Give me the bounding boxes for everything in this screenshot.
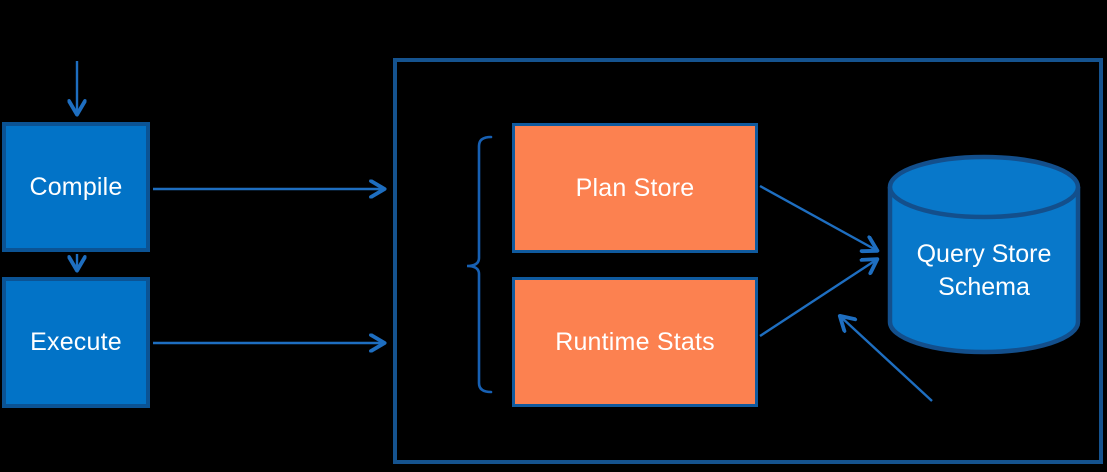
group-brace: [466, 135, 493, 394]
execute-node: Execute: [2, 277, 150, 408]
arrow-runtime-stats-to-schema: [759, 260, 876, 338]
query-store-container-rect: [393, 58, 1103, 464]
query-store-schema-label: Query Store Schema: [890, 238, 1078, 304]
query-store-schema-cylinder: [887, 154, 1081, 355]
arrow-plan-store-to-schema: [759, 184, 876, 250]
compile-node: Compile: [2, 122, 150, 252]
query-store-schema-label-line1: Query Store: [916, 240, 1052, 268]
plan-store-node: Plan Store: [512, 123, 758, 253]
runtime-stats-node: Runtime Stats: [512, 277, 758, 407]
query-store-schema-label-line2: Schema: [938, 273, 1030, 301]
arrow-annotation-bottom-right: [841, 317, 933, 402]
